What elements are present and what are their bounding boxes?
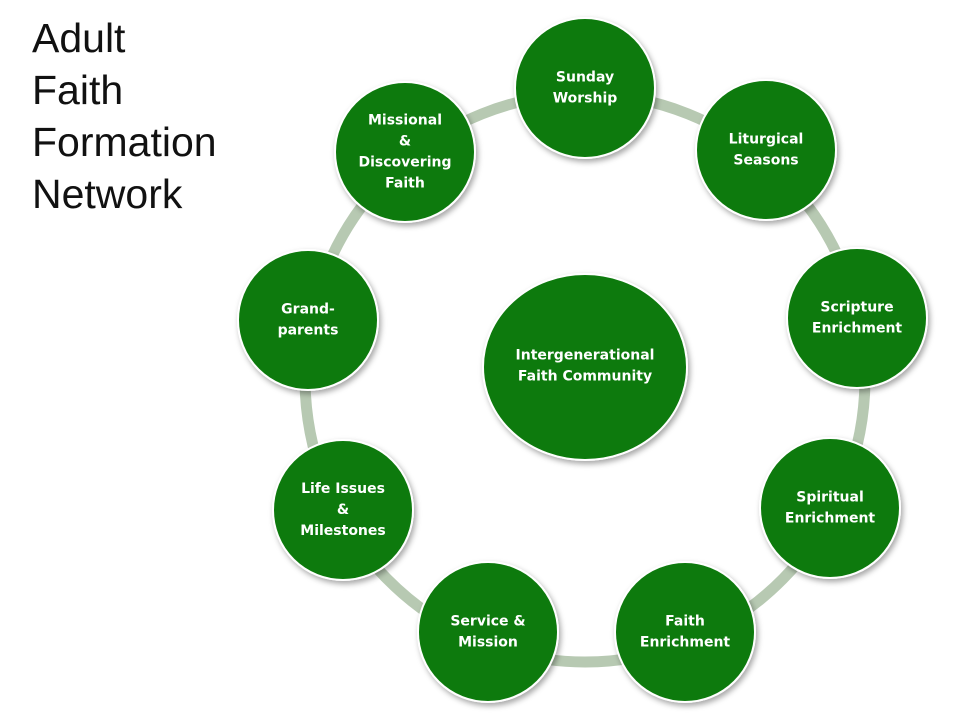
node-life-issues-milestones-label-line-1: Life Issues xyxy=(301,481,385,497)
node-circle-grand-parents xyxy=(237,249,379,391)
node-circle-liturgical-seasons xyxy=(695,79,837,221)
node-scripture-enrichment-label-line-2: Enrichment xyxy=(812,321,903,337)
node-faith-enrichment-label-line-2: Enrichment xyxy=(640,635,731,651)
node-circle-missional-discovering-faith xyxy=(334,81,476,223)
node-service-mission: Service & Mission xyxy=(417,561,559,703)
node-liturgical-seasons-label-line-1: Liturgical xyxy=(729,132,804,148)
node-circle-spiritual-enrichment xyxy=(759,437,901,579)
node-circle-faith-enrichment xyxy=(614,561,756,703)
node-service-mission-label-line-2: Mission xyxy=(458,635,518,651)
node-life-issues-milestones-label-line-3: Milestones xyxy=(300,523,385,539)
center-node-label-line-1: Intergenerational xyxy=(516,348,655,364)
node-missional-discovering-faith-label-line-3: Discovering xyxy=(359,155,452,171)
title-line-3: Formation xyxy=(32,119,217,165)
node-spiritual-enrichment-label-line-1: Spiritual xyxy=(796,490,864,506)
node-spiritual-enrichment-label-line-2: Enrichment xyxy=(785,511,876,527)
node-missional-discovering-faith-label-line-4: Faith xyxy=(385,176,425,192)
node-missional-discovering-faith-label-line-2: & xyxy=(399,134,411,150)
node-grand-parents: Grand-parents xyxy=(237,249,379,391)
title-line-4: Network xyxy=(32,171,183,217)
node-faith-enrichment-label-line-1: Faith xyxy=(665,614,705,630)
node-life-issues-milestones: Life Issues & Milestones xyxy=(272,439,414,581)
page-title: Adult Faith Formation Network xyxy=(32,12,217,220)
node-scripture-enrichment-label-line-1: Scripture xyxy=(820,300,893,316)
node-circle-scripture-enrichment xyxy=(786,247,928,389)
node-life-issues-milestones-label-line-2: & xyxy=(337,502,349,518)
node-grand-parents-label-line-2: parents xyxy=(278,323,339,339)
title-line-2: Faith xyxy=(32,67,124,113)
node-missional-discovering-faith-label-line-1: Missional xyxy=(368,113,442,129)
node-grand-parents-label-line-1: Grand- xyxy=(281,302,335,318)
node-sunday-worship-label-line-2: Worship xyxy=(553,91,618,107)
center-node-label-line-2: Faith Community xyxy=(518,369,652,385)
node-circle-service-mission xyxy=(417,561,559,703)
outer-nodes: SundayWorshipLiturgicalSeasonsScriptureE… xyxy=(237,17,928,703)
node-circle-life-issues-milestones xyxy=(272,439,414,581)
title-line-1: Adult xyxy=(32,15,126,61)
node-liturgical-seasons-label-line-2: Seasons xyxy=(733,153,798,169)
node-sunday-worship-label-line-1: Sunday xyxy=(556,70,614,86)
node-service-mission-label-line-1: Service & xyxy=(450,614,525,630)
node-circle-sunday-worship xyxy=(514,17,656,159)
center-node-circle xyxy=(482,273,688,461)
